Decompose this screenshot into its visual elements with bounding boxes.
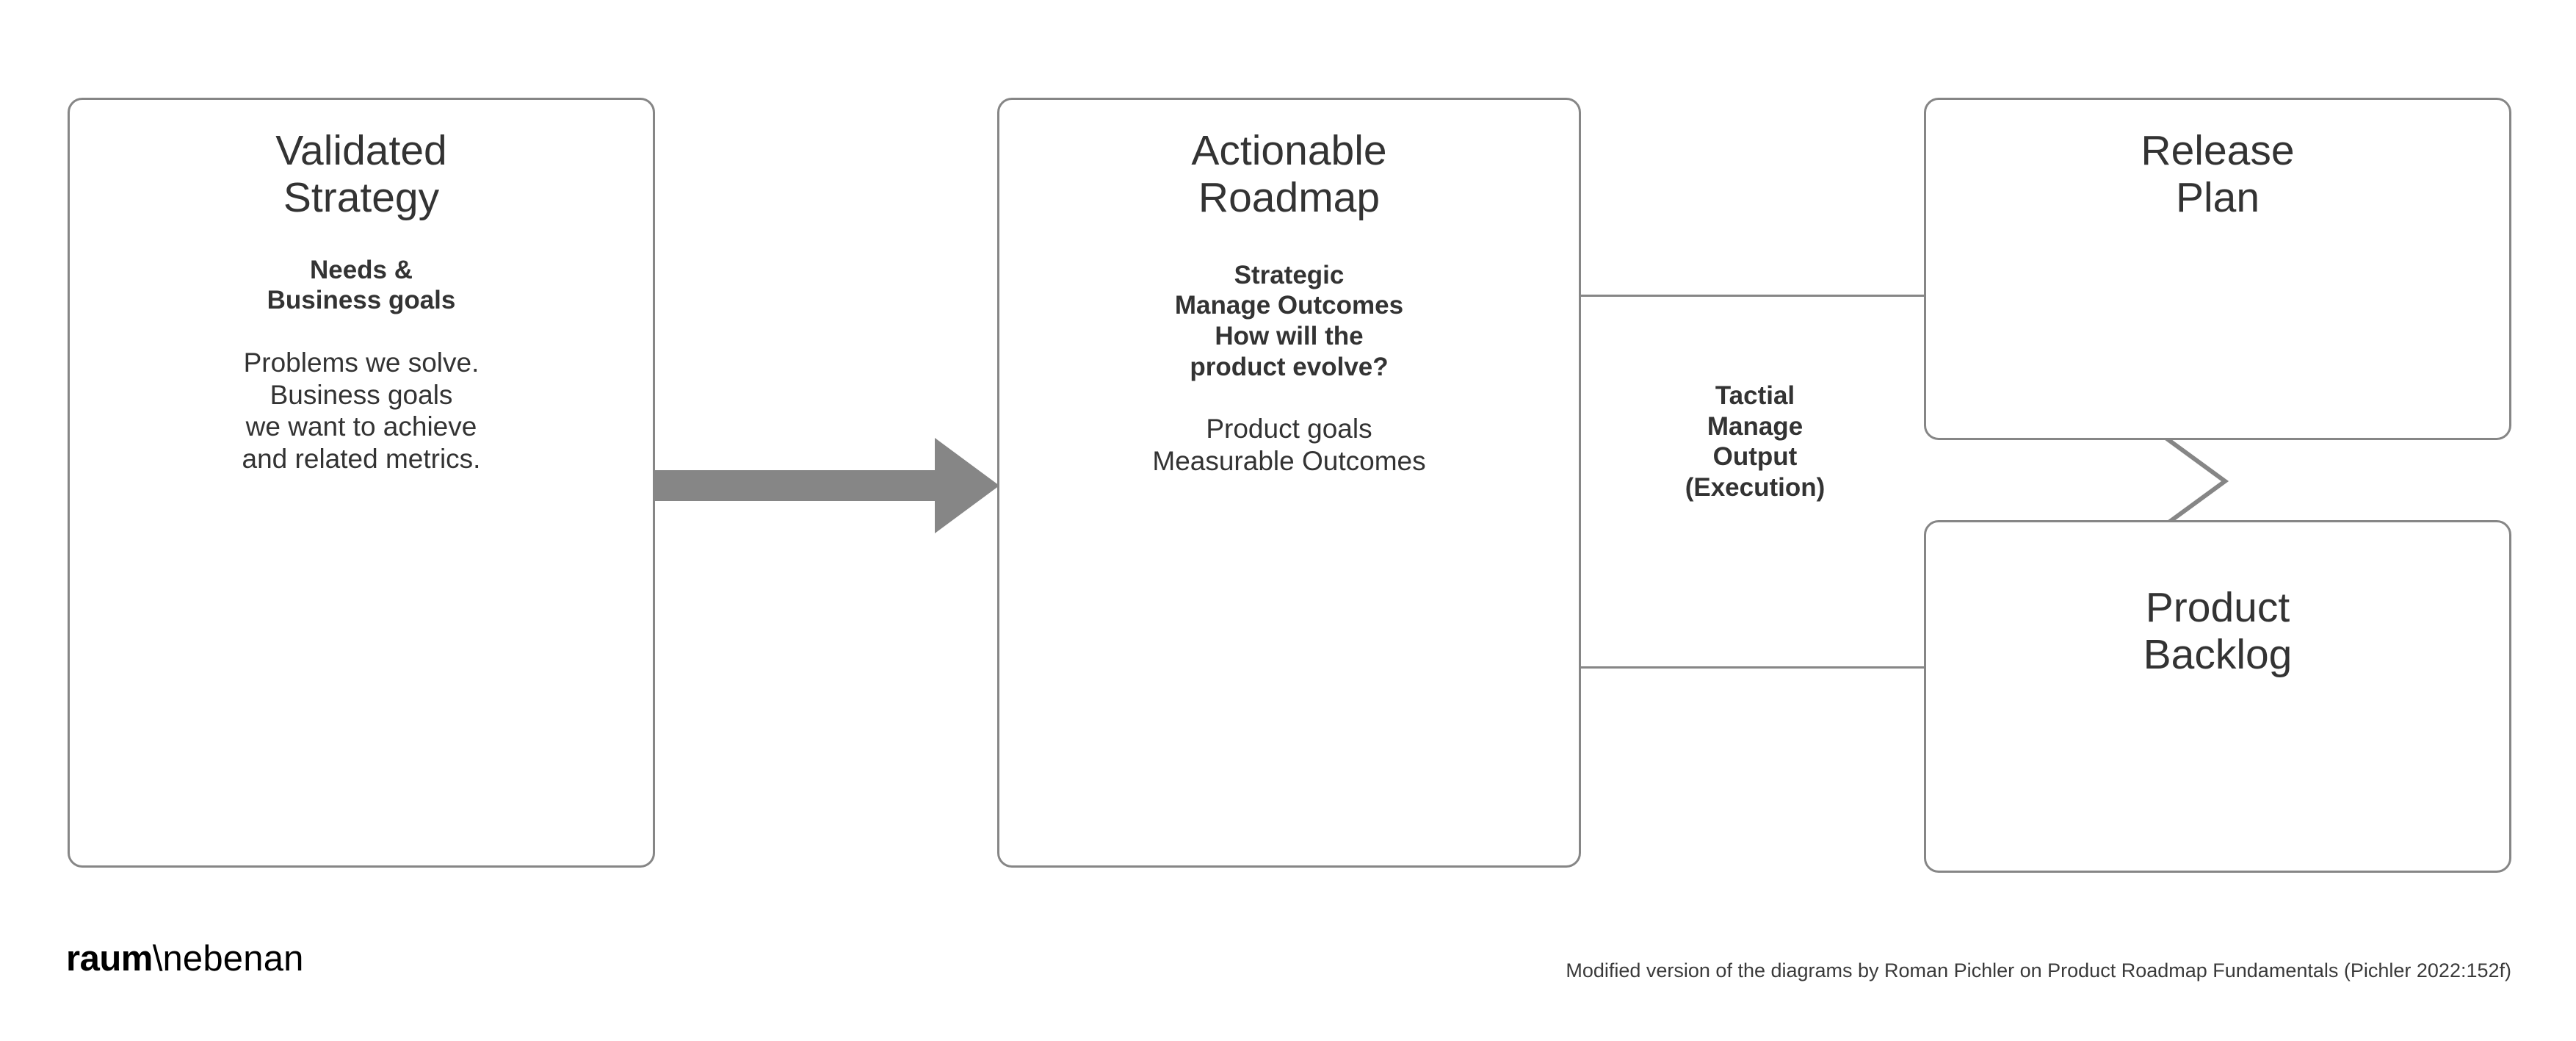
box-actionable-roadmap-title: Actionable Roadmap xyxy=(1191,127,1387,222)
box-release-plan[interactable]: Release Plan xyxy=(1924,98,2511,440)
footer-logo-raum: raum xyxy=(66,939,153,979)
footer-logo-slash: \ xyxy=(152,939,163,979)
box-validated-strategy-body: Problems we solve. Business goals we wan… xyxy=(242,347,481,475)
chevron-release-plan-to-product-backlog xyxy=(2164,437,2229,525)
arrow-strategy-to-roadmap xyxy=(652,438,999,533)
connector-roadmap-to-product-backlog xyxy=(1579,666,1926,669)
box-validated-strategy[interactable]: Validated Strategy Needs & Business goal… xyxy=(68,98,655,868)
footer-logo-nebenan: nebenan xyxy=(162,939,304,979)
box-product-backlog[interactable]: Product Backlog xyxy=(1924,520,2511,873)
box-actionable-roadmap[interactable]: Actionable Roadmap Strategic Manage Outc… xyxy=(997,98,1581,868)
box-validated-strategy-title: Validated Strategy xyxy=(275,127,447,222)
footer-logo: raum\nebenan xyxy=(66,941,304,977)
box-product-backlog-title: Product Backlog xyxy=(2143,584,2293,679)
box-validated-strategy-subtitle: Needs & Business goals xyxy=(267,255,456,315)
box-actionable-roadmap-subtitle: Strategic Manage Outcomes How will the p… xyxy=(1174,260,1404,381)
box-actionable-roadmap-body: Product goals Measurable Outcomes xyxy=(1152,414,1426,477)
connector-label-tactial: Tactial Manage Output (Execution) xyxy=(1685,381,1826,502)
footer-attribution: Modified version of the diagrams by Roma… xyxy=(1566,959,2511,981)
connector-roadmap-to-release-plan xyxy=(1579,295,1926,297)
box-release-plan-title: Release Plan xyxy=(2141,127,2295,222)
